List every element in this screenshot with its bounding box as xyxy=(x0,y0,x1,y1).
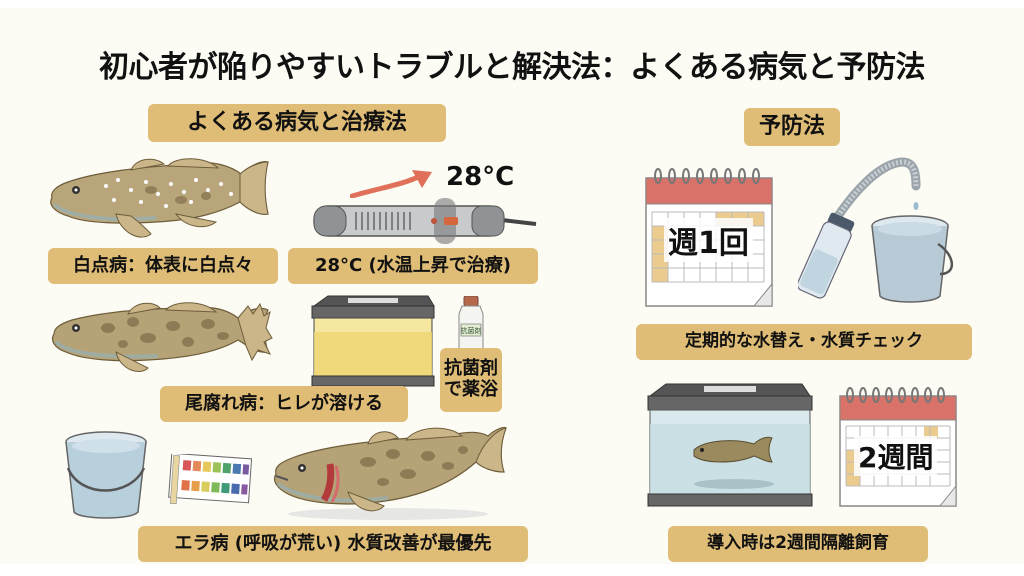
yellow-medicated-tank-icon xyxy=(308,292,438,392)
caption-heater-treatment: 28°C (水温上昇で治療) xyxy=(288,248,538,284)
caption-regular-water-change: 定期的な水替え・水質チェック xyxy=(636,324,972,360)
infographic-canvas: 初心者が陥りやすいトラブルと解決法：よくある病気と予防法 よくある病気と治療法 xyxy=(0,8,1024,564)
medicine-bottle-icon: 抗菌剤 xyxy=(455,296,487,352)
caption-fin-rot-disease: 尾腐れ病：ヒレが溶ける xyxy=(160,386,408,422)
fish-with-rotting-fins-icon xyxy=(48,298,273,378)
aquarium-heater-icon xyxy=(312,198,537,244)
bottle-label-text: 抗菌剤 xyxy=(461,326,482,335)
caption-gill-disease: エラ病 (呼吸が荒い) 水質改善が最優先 xyxy=(138,526,528,562)
caption-quarantine: 導入時は2週間隔離飼育 xyxy=(668,526,928,562)
calendar-weekly-text: 週1回 xyxy=(664,218,753,262)
heater-temperature-label: 28°C xyxy=(446,162,515,192)
bucket-icon xyxy=(60,428,155,523)
fish-in-tank xyxy=(693,436,773,463)
bucket-icon xyxy=(868,214,958,306)
siphon-hose-icon xyxy=(798,154,928,304)
page-title: 初心者が陥りやすいトラブルと解決法：よくある病気と予防法 xyxy=(99,50,926,85)
fish-with-red-gills-icon xyxy=(268,422,508,522)
section-header-prevention: 予防法 xyxy=(744,108,840,146)
caption-antibacterial-line2: で薬浴 xyxy=(444,379,498,400)
caption-white-spot-disease: 白点病：体表に白点々 xyxy=(48,248,278,284)
caption-antibacterial-bath: 抗菌剤 で薬浴 xyxy=(440,348,502,412)
caption-antibacterial-line1: 抗菌剤 xyxy=(444,358,498,380)
calendar-two-weeks-text: 2週間 xyxy=(854,436,938,476)
ph-test-strip-icon xyxy=(168,454,252,506)
arrow-up-icon xyxy=(350,168,435,198)
quarantine-tank-icon xyxy=(644,380,816,512)
section-header-diseases: よくある病気と治療法 xyxy=(148,104,446,142)
fish-with-white-spots-icon xyxy=(46,156,271,246)
